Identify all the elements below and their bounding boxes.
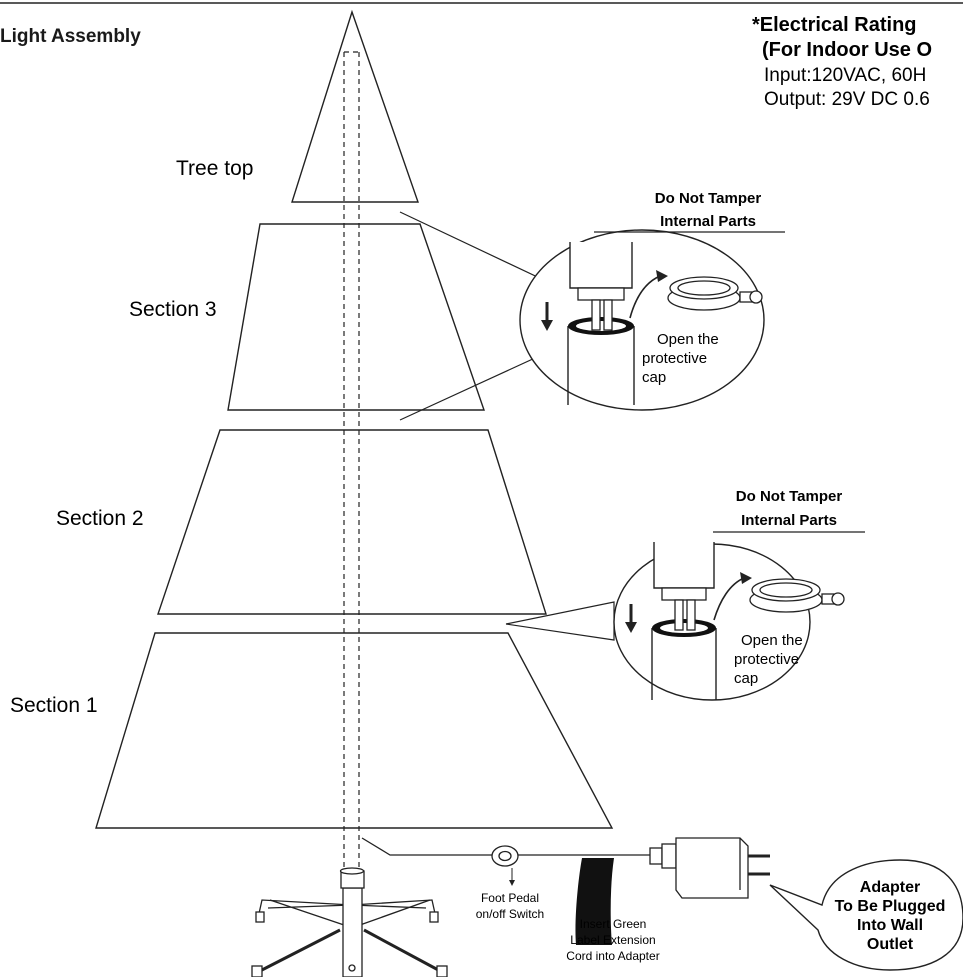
foot-pedal <box>491 845 519 867</box>
callout-upper <box>399 211 785 421</box>
foot-pedal-arrowhead <box>509 880 515 886</box>
upper-warning-line-2: Internal Parts <box>660 213 756 230</box>
label-tree-top: Tree top <box>176 157 253 180</box>
label-section-2: Section 2 <box>56 507 144 530</box>
tree-stand <box>251 867 448 977</box>
center-pole <box>343 51 360 870</box>
electrical-rating: *Electrical Rating (For Indoor Use O Inp… <box>752 14 932 110</box>
adapter-plug <box>649 837 770 899</box>
lower-open-line-2: protective <box>734 651 799 668</box>
page-title: Light Assembly <box>0 26 141 47</box>
callout-lower <box>505 531 865 701</box>
rating-line-2: (For Indoor Use O <box>762 39 932 61</box>
foot-pedal-line-1: Foot Pedal <box>481 891 539 905</box>
foot-pedal-line-2: on/off Switch <box>476 907 544 921</box>
adapter-line-3: Into Wall <box>857 917 923 934</box>
lower-open-line-3: cap <box>734 670 758 687</box>
section-1-frustum <box>95 632 614 829</box>
extension-cord <box>575 858 614 945</box>
rating-line-1: *Electrical Rating <box>752 14 917 36</box>
adapter-line-4: Outlet <box>867 936 914 953</box>
rating-line-3: Input:120VAC, 60H <box>764 65 926 86</box>
upper-open-line-2: protective <box>642 350 707 367</box>
upper-warning-line-1: Do Not Tamper <box>655 190 762 207</box>
extension-line-3: Cord into Adapter <box>566 949 659 963</box>
lower-open-line-1: Open the <box>741 632 803 649</box>
label-section-1: Section 1 <box>10 694 98 717</box>
rating-line-4: Output: 29V DC 0.6 <box>764 89 930 110</box>
tree-top-cone <box>291 9 419 203</box>
adapter-bubble <box>769 859 963 971</box>
extension-line-2: Label Extension <box>570 933 655 947</box>
label-section-3: Section 3 <box>129 298 217 321</box>
upper-open-line-1: Open the <box>657 331 719 348</box>
lower-warning-line-1: Do Not Tamper <box>736 488 843 505</box>
extension-line-1: Insert Green <box>580 917 647 931</box>
section-2-frustum <box>157 429 547 615</box>
section-3-frustum <box>227 223 485 411</box>
adapter-line-1: Adapter <box>860 879 920 896</box>
power-cord <box>361 837 650 856</box>
adapter-line-2: To Be Plugged <box>835 898 946 915</box>
upper-open-line-3: cap <box>642 369 666 386</box>
lower-warning-line-2: Internal Parts <box>741 512 837 529</box>
